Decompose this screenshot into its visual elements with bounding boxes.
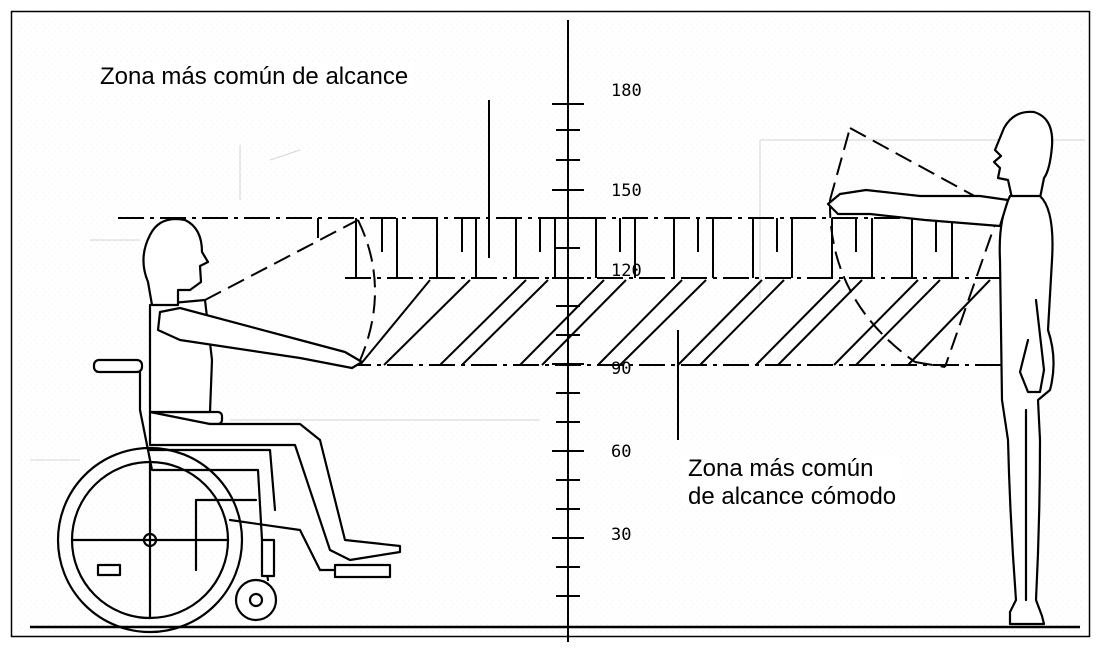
tick-label-90: 90	[611, 359, 631, 379]
tick-label-150: 150	[611, 181, 642, 201]
common-reach-zone-label: Zona más común de alcance	[96, 63, 413, 91]
comfortable-reach-zone-label: Zona más común de alcance cómodo	[684, 455, 901, 507]
comfortable-reach-zone	[345, 279, 1015, 440]
common-reach-zone	[118, 100, 1015, 279]
wheelchair-icon	[56, 217, 402, 634]
comfortable-reach-zone-label-line-2: de alcance cómodo	[688, 482, 897, 507]
standing-person-icon	[826, 110, 1055, 626]
comfortable-reach-zone-label-line-1: Zona más común	[688, 455, 874, 482]
tick-label-180: 180	[611, 81, 642, 101]
figure-frame	[10, 10, 1091, 638]
tick-label-30: 30	[611, 525, 631, 545]
background-artifacts	[30, 139, 1085, 461]
tick-label-60: 60	[611, 442, 631, 462]
reach-arcs	[204, 127, 1001, 368]
